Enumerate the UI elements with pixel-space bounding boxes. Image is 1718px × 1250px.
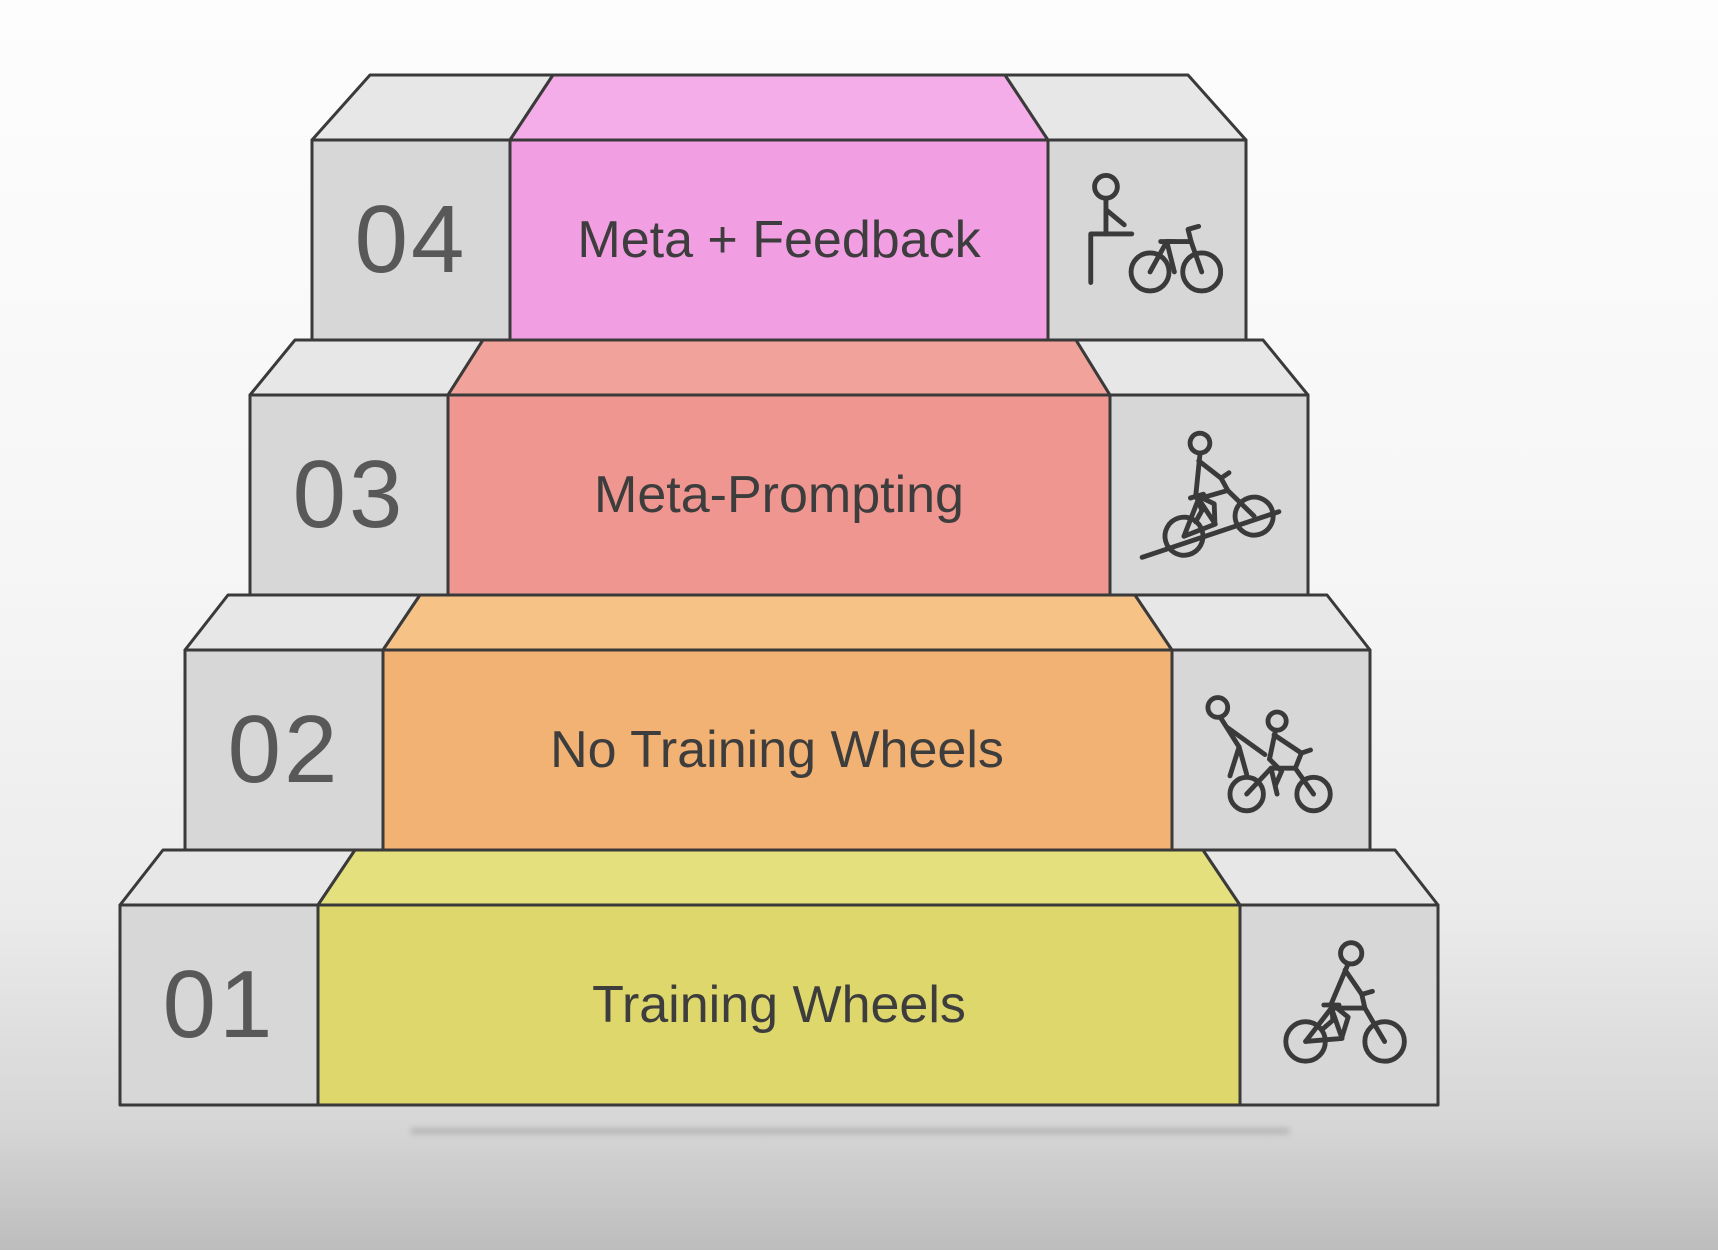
step-04-label: Meta + Feedback — [577, 211, 981, 269]
step-01-top-left-face — [118, 848, 357, 907]
step-01-number: 01 — [162, 951, 276, 1058]
cyclist-icon — [1283, 940, 1407, 1064]
step-04-icon-box — [1071, 164, 1224, 316]
floor-shadow — [410, 1128, 1290, 1134]
step-02-icon-box — [1195, 674, 1347, 826]
step-03-number: 03 — [292, 441, 406, 548]
step-04-top-right-face — [1003, 73, 1248, 142]
adult-helping-cyclist-icon — [1205, 695, 1333, 814]
step-03-top-left-face — [248, 338, 485, 397]
person-with-bike-icon — [1088, 172, 1224, 294]
step-01-top-center-face — [316, 848, 1242, 907]
step-02-top-center-face — [381, 593, 1174, 652]
step-01-icon-box — [1263, 929, 1415, 1081]
step-01-label: Training Wheels — [592, 976, 966, 1034]
step-04-number: 04 — [354, 186, 468, 293]
step-03-icon-box — [1133, 419, 1285, 571]
step-03-top-center-face — [446, 338, 1112, 397]
step-02-number: 02 — [227, 696, 341, 803]
step-02-top-right-face — [1133, 593, 1372, 652]
step-02-top-left-face — [183, 593, 422, 652]
step-03-label: Meta-Prompting — [594, 466, 964, 524]
step-04-top-center-face — [508, 73, 1050, 142]
step-02-label: No Training Wheels — [550, 721, 1004, 779]
step-03-top-right-face — [1074, 338, 1310, 397]
step-01-top-right-face — [1201, 848, 1440, 907]
uphill-cyclist-icon — [1139, 430, 1282, 560]
